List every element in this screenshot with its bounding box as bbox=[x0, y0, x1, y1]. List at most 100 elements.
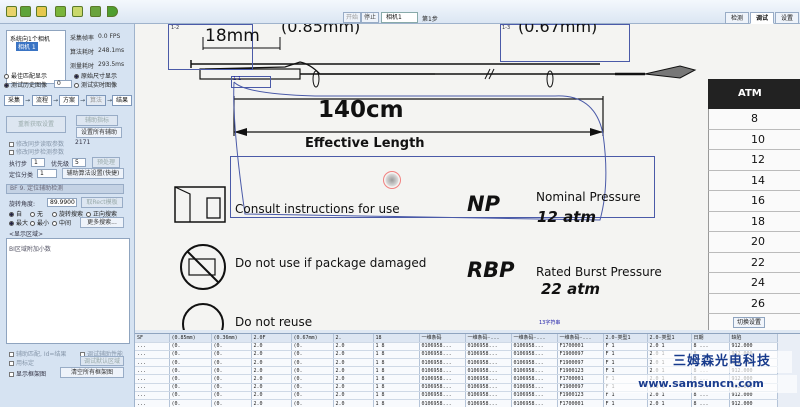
table-header-cell[interactable]: 一维条码-... bbox=[465, 334, 512, 343]
sync-detect-check[interactable]: 修改同步检测参数 bbox=[9, 147, 64, 156]
measure-time-value: 293.5ms bbox=[98, 61, 125, 68]
sync-read-check[interactable]: 修改同步读取参数 bbox=[9, 139, 64, 148]
tab-detect[interactable]: 检测 bbox=[725, 12, 749, 24]
table-cell: F1700001 bbox=[557, 374, 604, 384]
opt-rotate-radio[interactable]: 旋转搜索 bbox=[52, 209, 83, 218]
atm-cell: 10 bbox=[708, 129, 800, 150]
start-button[interactable]: 开始 bbox=[343, 12, 361, 23]
atm-cell: 12 bbox=[708, 150, 800, 171]
table-cell: 0106958... bbox=[465, 342, 512, 351]
table-header-cell[interactable]: 一维条码 bbox=[419, 334, 466, 343]
table-header-cell[interactable]: 2.0F bbox=[251, 334, 292, 343]
copy-icon[interactable] bbox=[55, 6, 66, 17]
flow-scheme-button[interactable]: 方案 bbox=[59, 95, 79, 106]
set-all-assist-button[interactable]: 设置所有辅助 bbox=[76, 127, 122, 138]
table-cell: 0106958... bbox=[419, 366, 466, 376]
clear-framework-button[interactable]: 清空所有框架图 bbox=[60, 367, 124, 378]
locate-class-field[interactable]: 1 bbox=[37, 169, 57, 178]
table-cell: 0106958... bbox=[511, 374, 558, 384]
chart-icon[interactable] bbox=[90, 6, 101, 17]
fps-value: 0.0 FPS bbox=[98, 33, 121, 40]
run-icon[interactable] bbox=[107, 6, 118, 17]
exec-step-field[interactable]: 1 bbox=[31, 158, 45, 167]
table-cell: 2.0 bbox=[251, 342, 292, 351]
table-header-cell[interactable]: 2.0-类型1 bbox=[647, 334, 692, 343]
roi-1-1[interactable] bbox=[231, 76, 271, 88]
camera-select[interactable]: 相机1 bbox=[381, 12, 418, 23]
atm-cell: 18 bbox=[708, 211, 800, 232]
camera-tree[interactable]: 系统向1个相机 相机 1 bbox=[6, 30, 66, 84]
flow-process-button[interactable]: 流程 bbox=[32, 95, 52, 106]
debug-region-button[interactable]: 调试默认区域 bbox=[80, 356, 124, 366]
history-image-radio[interactable]: 测试历史图像 bbox=[4, 80, 47, 89]
region-list[interactable]: BI区域附加小数 bbox=[6, 238, 130, 344]
table-cell: (0. bbox=[169, 374, 212, 384]
roi-text-area[interactable] bbox=[230, 156, 655, 218]
table-cell: (0. bbox=[291, 342, 334, 351]
flow-acquire-button[interactable]: 采集 bbox=[4, 95, 24, 106]
opt-auto-radio[interactable]: 自 bbox=[9, 209, 22, 218]
switch-settings-button[interactable]: 切换设置 bbox=[733, 317, 765, 328]
assist-algo-button[interactable]: 辅助算法设置(快捷) bbox=[62, 168, 124, 179]
roi-1-3[interactable] bbox=[500, 24, 630, 62]
settings-icon[interactable] bbox=[72, 6, 83, 17]
stop-button[interactable]: 停止 bbox=[361, 12, 379, 23]
preprocess-button[interactable]: 预处理 bbox=[92, 157, 120, 168]
roi-1-2[interactable] bbox=[168, 24, 253, 70]
table-header-cell[interactable]: 一维条码-... bbox=[511, 334, 558, 343]
flow-result-button[interactable]: 结果 bbox=[112, 95, 132, 106]
new-icon[interactable] bbox=[6, 6, 17, 17]
opt-forward-radio[interactable]: 正向搜索 bbox=[86, 209, 117, 218]
table-header-cell[interactable]: SF bbox=[135, 334, 170, 343]
open-icon[interactable] bbox=[20, 6, 31, 17]
table-header-cell[interactable]: (0.85mm) bbox=[169, 334, 212, 343]
table-cell: F1700001 bbox=[557, 399, 604, 407]
priority-field[interactable]: 5 bbox=[72, 158, 86, 167]
history-index-field[interactable]: 0 bbox=[54, 80, 72, 88]
table-header-cell[interactable]: 18 bbox=[373, 334, 420, 343]
opt-middle-radio[interactable]: 中间 bbox=[52, 218, 71, 227]
opt-none-radio[interactable]: 无 bbox=[30, 209, 43, 218]
table-cell: (0. bbox=[211, 383, 252, 392]
aux-match-check[interactable]: 辅助匹配, Id=结果 bbox=[9, 349, 66, 358]
table-header-cell[interactable]: (0.67mm) bbox=[291, 334, 334, 343]
save-icon[interactable] bbox=[36, 6, 47, 17]
table-header-cell[interactable]: 一维条码-... bbox=[557, 334, 604, 343]
original-size-radio[interactable]: 原始尺寸显示 bbox=[74, 71, 117, 80]
toolbar: 开始 停止 相机1 第1步 检测 调试 设置 bbox=[0, 0, 800, 24]
table-header-cell[interactable]: 2. bbox=[333, 334, 374, 343]
table-header-cell[interactable]: 缺陷 bbox=[729, 334, 778, 343]
algorithm-dropdown[interactable]: BF 9. 定位辅助检测 bbox=[6, 184, 124, 194]
table-header-cell[interactable]: 日期 bbox=[691, 334, 730, 343]
use-calib-check[interactable]: 用标定 bbox=[9, 358, 34, 367]
table-header-cell[interactable]: 2.0-类型1 bbox=[603, 334, 648, 343]
opt-min-radio[interactable]: 最小 bbox=[30, 218, 49, 227]
opt-max-radio[interactable]: 最大 bbox=[9, 218, 28, 227]
flow-algorithm-button[interactable]: 算法 bbox=[86, 95, 106, 106]
tree-root[interactable]: 系统向1个相机 bbox=[10, 36, 50, 43]
reload-settings-button[interactable]: 重新获取设置 bbox=[6, 116, 66, 133]
image-canvas[interactable]: 1-2 1-1 1-3 18mm (0.85mm) (0.67mm) 140cm… bbox=[135, 24, 800, 330]
region-label: <显示区域> bbox=[9, 231, 44, 238]
best-match-radio[interactable]: 最佳匹配显示 bbox=[4, 71, 47, 80]
show-framework-check[interactable]: 显示框架图 bbox=[9, 369, 46, 378]
table-cell: 2.0 bbox=[251, 383, 292, 392]
table-cell: F 1 bbox=[603, 358, 648, 368]
tree-item-camera[interactable]: 相机 1 bbox=[16, 42, 38, 51]
tab-debug[interactable]: 调试 bbox=[750, 12, 774, 24]
rect-template-button[interactable]: 取Rect模板 bbox=[81, 197, 123, 208]
dim-067mm: (0.67mm) bbox=[518, 24, 598, 36]
atm-cell: 24 bbox=[708, 273, 800, 294]
table-header-cell[interactable]: (0.36mm) bbox=[211, 334, 252, 343]
rotation-angle-field[interactable]: 89.9900 bbox=[47, 198, 77, 207]
table-cell: 0106958... bbox=[465, 366, 512, 376]
table-cell: 2.0 bbox=[251, 350, 292, 360]
more-search-button[interactable]: 更多搜索... bbox=[80, 217, 124, 228]
assist-index-button[interactable]: 辅助指标 bbox=[76, 115, 118, 126]
live-image-radio[interactable]: 测试实时图像 bbox=[74, 80, 117, 89]
tab-settings[interactable]: 设置 bbox=[775, 12, 799, 24]
